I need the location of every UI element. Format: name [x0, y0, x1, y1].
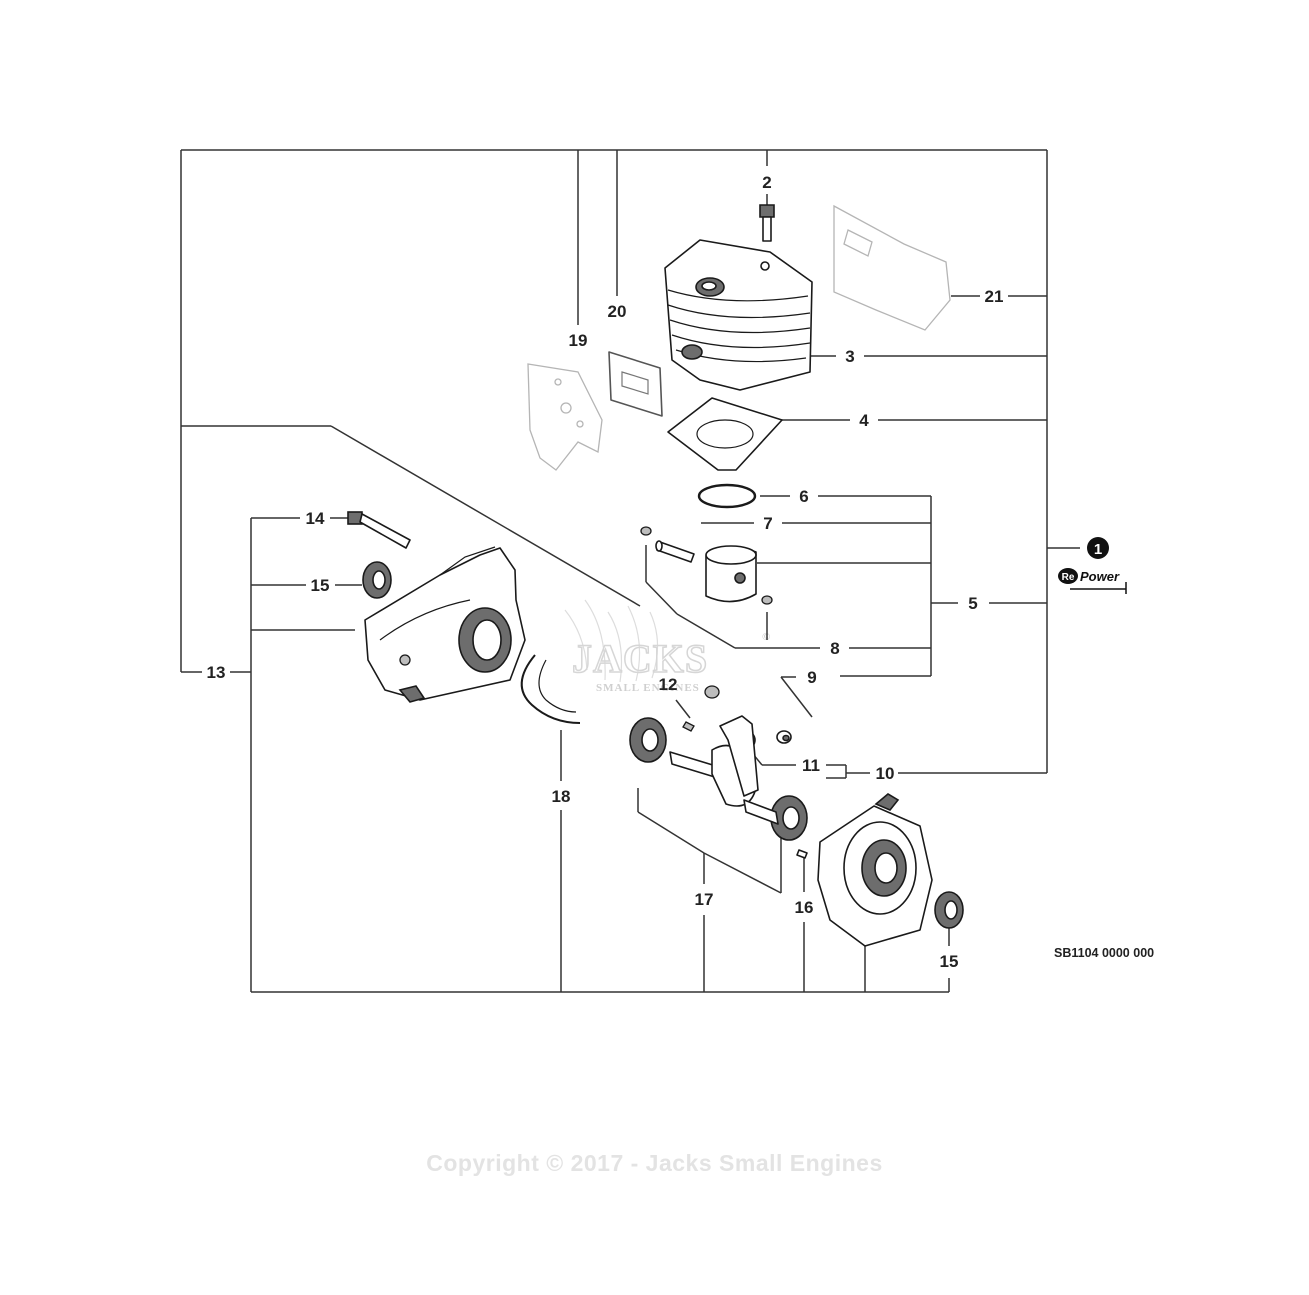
callout-9: 9	[807, 668, 816, 687]
muffler-shield-part	[833, 204, 951, 331]
callout-8: 8	[830, 639, 839, 658]
callout-5: 5	[968, 594, 977, 613]
callout-18: 18	[552, 787, 571, 806]
callout-12: 12	[659, 675, 678, 694]
callout-15-left: 15	[311, 576, 330, 595]
repower-power-label: Power	[1080, 569, 1120, 584]
piston-pin-part	[655, 540, 695, 563]
callout-19: 19	[569, 331, 588, 350]
callout-16: 16	[795, 898, 814, 917]
exhaust-gasket-part	[608, 351, 663, 417]
callout-7: 7	[763, 514, 772, 533]
crankcase-bolt-part	[347, 511, 411, 549]
callout-17: 17	[695, 890, 714, 909]
leader-lines	[180, 149, 1080, 993]
callout-13: 13	[207, 663, 226, 682]
oil-seal-right-part	[934, 891, 964, 929]
cylinder-part	[664, 239, 813, 391]
callout-10: 10	[876, 764, 895, 783]
callout-2: 2	[762, 173, 771, 192]
watermark-logo: JACKS © SMALL ENGINES	[564, 599, 771, 694]
repower-badge: 1 Re Power	[1058, 537, 1127, 594]
circlip-part	[640, 526, 773, 605]
piston-ring-part	[697, 483, 757, 509]
callout-3: 3	[845, 347, 854, 366]
piston-part	[705, 545, 757, 603]
callout-labels: 2 3 4 5 6 7 8 9 10 11 12 13 14 15 15 16 …	[207, 173, 1004, 971]
oil-seal-left-part	[362, 561, 392, 599]
reference-code: SB1104 0000 000	[1054, 946, 1154, 960]
cylinder-bolt-part	[759, 204, 775, 242]
callout-6: 6	[799, 487, 808, 506]
retaining-spring-part	[520, 654, 581, 724]
cylinder-base-gasket-part	[667, 397, 783, 471]
repower-re-label: Re	[1062, 572, 1075, 583]
callout-11: 11	[802, 756, 820, 775]
watermark-tagline: SMALL ENGINES	[596, 682, 700, 694]
woodruff-key-part	[682, 721, 695, 732]
callout-1: 1	[1094, 541, 1102, 558]
watermark-brand: JACKS	[572, 636, 708, 681]
callout-15-right: 15	[940, 952, 959, 971]
callout-20: 20	[608, 302, 627, 321]
crankcase-right-part	[817, 793, 933, 947]
callout-4: 4	[859, 411, 869, 430]
thrust-washer-part	[704, 685, 792, 744]
watermark-registered: ©	[762, 631, 771, 643]
callout-14: 14	[306, 509, 325, 528]
crankcase-part	[364, 546, 526, 703]
dowel-pin-part	[796, 849, 808, 859]
crankshaft-part	[669, 715, 779, 825]
muffler-gasket-part	[527, 363, 603, 471]
callout-21: 21	[985, 287, 1004, 306]
copyright-notice: Copyright © 2017 - Jacks Small Engines	[426, 1150, 883, 1176]
